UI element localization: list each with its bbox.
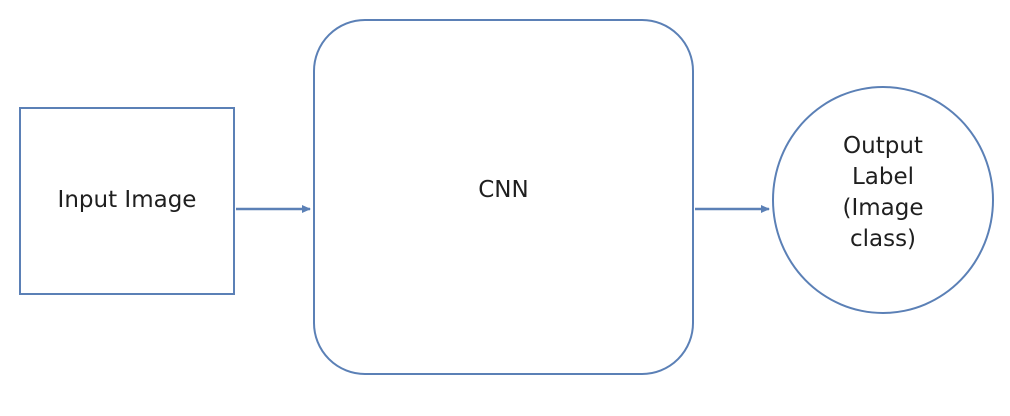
cnn-node: CNN [313, 19, 694, 375]
input-image-label: Input Image [57, 186, 197, 213]
output-label-text: Output Label (Image class) [842, 133, 924, 252]
input-image-node: Input Image [19, 107, 235, 295]
output-label-node: Output Label (Image class) [772, 86, 994, 314]
cnn-label: CNN [478, 176, 529, 203]
